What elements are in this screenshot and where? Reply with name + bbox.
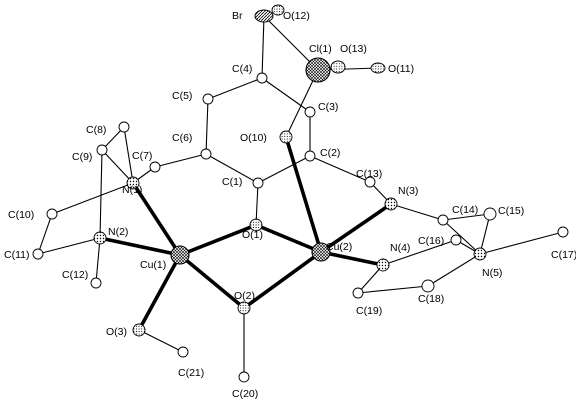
label-c21: C(21) — [178, 367, 204, 379]
label-cu1: Cu(1) — [140, 259, 166, 271]
atom-c4 — [256, 72, 268, 84]
atom-c17 — [557, 226, 569, 238]
label-cu2: Cu(2) — [326, 241, 352, 253]
atom-c12 — [90, 277, 102, 289]
atom-c9 — [96, 144, 108, 156]
atom-o13 — [330, 60, 346, 74]
label-c17: C(17) — [551, 249, 576, 261]
label-c1: C(1) — [222, 176, 242, 188]
atom-c21 — [177, 346, 189, 358]
atom-br — [254, 9, 274, 23]
label-o11: O(11) — [388, 63, 414, 75]
atom-n3 — [384, 197, 398, 211]
label-c6: C(6) — [172, 132, 192, 144]
label-c19: C(19) — [356, 305, 382, 317]
atom-o11 — [370, 62, 386, 74]
atom-c3 — [304, 106, 316, 118]
label-c14: C(14) — [452, 204, 478, 216]
label-c16: C(16) — [418, 235, 444, 247]
atom-c18 — [421, 279, 435, 293]
atom-n2 — [93, 231, 107, 245]
label-br: Br — [232, 10, 243, 22]
label-cl1: Cl(1) — [309, 43, 332, 55]
atom-c2 — [304, 150, 316, 162]
atom-o2 — [237, 301, 251, 315]
label-n4: N(4) — [390, 242, 410, 254]
atom-o1 — [249, 218, 263, 232]
atom-c20 — [238, 371, 250, 383]
label-c3: C(3) — [318, 101, 338, 113]
atom-cu1 — [170, 245, 190, 265]
atom-c14 — [437, 214, 449, 226]
atom-c16 — [450, 234, 462, 246]
atom-o12 — [271, 4, 285, 16]
atom-c15 — [483, 207, 497, 221]
atom-o3 — [132, 323, 146, 337]
atoms — [32, 4, 569, 383]
bonds — [37, 15, 564, 378]
label-n5: N(5) — [482, 267, 502, 279]
label-c13: C(13) — [356, 168, 382, 180]
atom-c7 — [149, 161, 161, 173]
atom-c19 — [352, 287, 364, 299]
label-c18: C(18) — [418, 293, 444, 305]
cu-bonds — [98, 135, 393, 332]
label-c7: C(7) — [132, 150, 152, 162]
label-c4: C(4) — [232, 63, 252, 75]
label-o12: O(12) — [283, 10, 310, 22]
label-o10: O(10) — [240, 132, 267, 144]
label-c2: C(2) — [320, 147, 340, 159]
label-c10: C(10) — [8, 209, 34, 221]
atom-n4 — [376, 258, 390, 272]
label-o3: O(3) — [106, 326, 127, 338]
atom-cl1 — [305, 57, 331, 83]
label-c20: C(20) — [232, 388, 258, 400]
atom-n5 — [473, 247, 487, 261]
label-c12: C(12) — [62, 269, 88, 281]
atom-c8 — [118, 121, 130, 133]
atom-labels: Br O(12) Cl(1) O(13) O(11) C(4) C(5) C(3… — [4, 10, 576, 400]
label-o2: O(2) — [234, 290, 255, 302]
label-c5: C(5) — [172, 90, 192, 102]
atom-n1 — [126, 176, 140, 190]
label-o13: O(13) — [340, 43, 367, 55]
label-c11: C(11) — [4, 249, 29, 261]
atom-c13 — [364, 176, 376, 188]
atom-cu2 — [311, 242, 331, 262]
label-c8: C(8) — [86, 124, 106, 136]
atom-c10 — [46, 208, 58, 220]
label-c15: C(15) — [498, 205, 524, 217]
atom-c5 — [202, 93, 214, 105]
label-n1: N(1) — [122, 184, 142, 196]
atom-c11 — [32, 248, 44, 260]
atom-o10 — [279, 130, 293, 144]
label-c9: C(9) — [72, 151, 92, 163]
label-o1: O(1) — [242, 229, 263, 241]
label-n2: N(2) — [108, 226, 128, 238]
atom-c6 — [200, 148, 212, 160]
label-n3: N(3) — [398, 185, 418, 197]
atom-c1 — [252, 177, 264, 189]
